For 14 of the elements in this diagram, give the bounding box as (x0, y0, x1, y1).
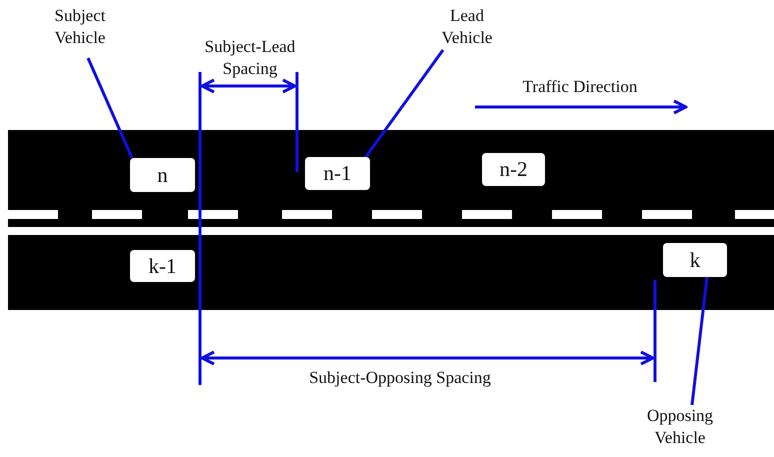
leader-line (86, 57, 134, 159)
callout-label: Opposing Vehicle (630, 405, 730, 455)
vehicle-box: n-1 (305, 157, 370, 190)
leader-line (364, 49, 444, 159)
vehicle-box: n-2 (482, 153, 545, 186)
vehicle-box: k (663, 243, 727, 277)
vehicle-box: k-1 (130, 250, 195, 282)
callout-label: Lead Vehicle (432, 5, 502, 55)
callout-label: Subject Vehicle (35, 5, 125, 55)
dimension-label: Subject-Lead Spacing (204, 36, 296, 80)
leader-line (690, 276, 708, 406)
dimension-label: Subject-Opposing Spacing (308, 367, 492, 389)
vehicle-box: n (130, 158, 195, 192)
direction-label: Traffic Direction (522, 76, 638, 98)
